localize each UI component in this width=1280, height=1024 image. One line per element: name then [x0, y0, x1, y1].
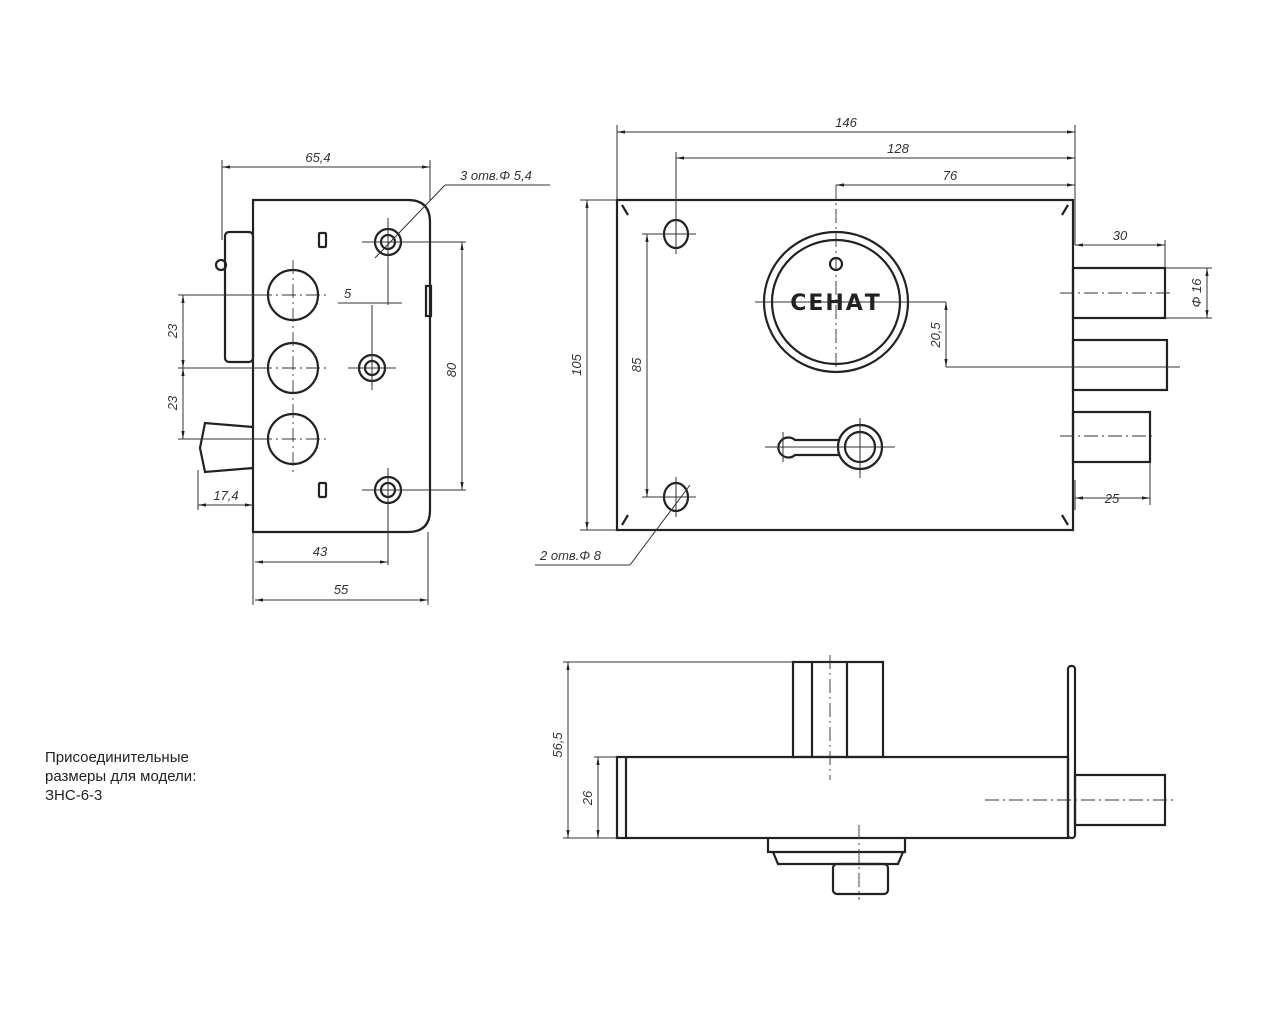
mount-holes [348, 218, 414, 565]
dim-20-5: 20,5 [928, 322, 943, 349]
dim-55: 55 [334, 582, 349, 597]
dim-26: 26 [580, 790, 595, 806]
side-view: 65,4 3 отв.Φ 5,4 5 80 23 23 17,4 43 55 [165, 150, 550, 605]
cylinder-body [223, 230, 255, 364]
face-plate [1066, 664, 1077, 840]
dim-dia-16: Φ 16 [1189, 278, 1204, 308]
dim-23-b: 23 [165, 395, 180, 411]
cylinder-holes [258, 260, 330, 475]
caption-line-1: Присоединительные [45, 749, 189, 766]
brand-label: СЕНАТ [790, 291, 882, 316]
cylinder-knob [831, 862, 890, 896]
dim-holes-2: 2 отв.Φ 8 [539, 548, 602, 563]
dim-146: 146 [835, 115, 857, 130]
handle-slot [765, 418, 895, 478]
dim-56-5: 56,5 [550, 732, 565, 758]
lock-body [615, 198, 1075, 532]
model-caption: Присоединительные размеры для модели: ЗН… [45, 748, 196, 805]
cylinder-rosette: СЕНАТ [755, 185, 946, 375]
dim-80: 80 [444, 362, 459, 377]
dim-5: 5 [344, 286, 352, 301]
dim-65-4: 65,4 [305, 150, 330, 165]
dim-128: 128 [887, 141, 909, 156]
handle [198, 421, 254, 474]
side-plate [251, 198, 432, 534]
caption-line-2: размеры для модели: [45, 768, 197, 785]
dim-43: 43 [313, 544, 328, 559]
dim-105: 105 [569, 353, 584, 375]
dim-30: 30 [1113, 228, 1128, 243]
lock-body-bottom [615, 755, 1070, 840]
caption-line-3: ЗНС-6-3 [45, 787, 103, 804]
dim-17-4: 17,4 [213, 488, 238, 503]
bolts [1060, 266, 1170, 464]
cylinder-top [791, 660, 885, 759]
bottom-view: 56,5 26 [550, 655, 1175, 900]
dim-76: 76 [943, 168, 958, 183]
front-view: СЕНАТ 146 128 76 105 85 [535, 115, 1212, 566]
dim-23-a: 23 [165, 323, 180, 339]
dim-25: 25 [1104, 491, 1120, 506]
dim-holes-3: 3 отв.Φ 5,4 [460, 168, 532, 183]
dim-85: 85 [629, 357, 644, 372]
